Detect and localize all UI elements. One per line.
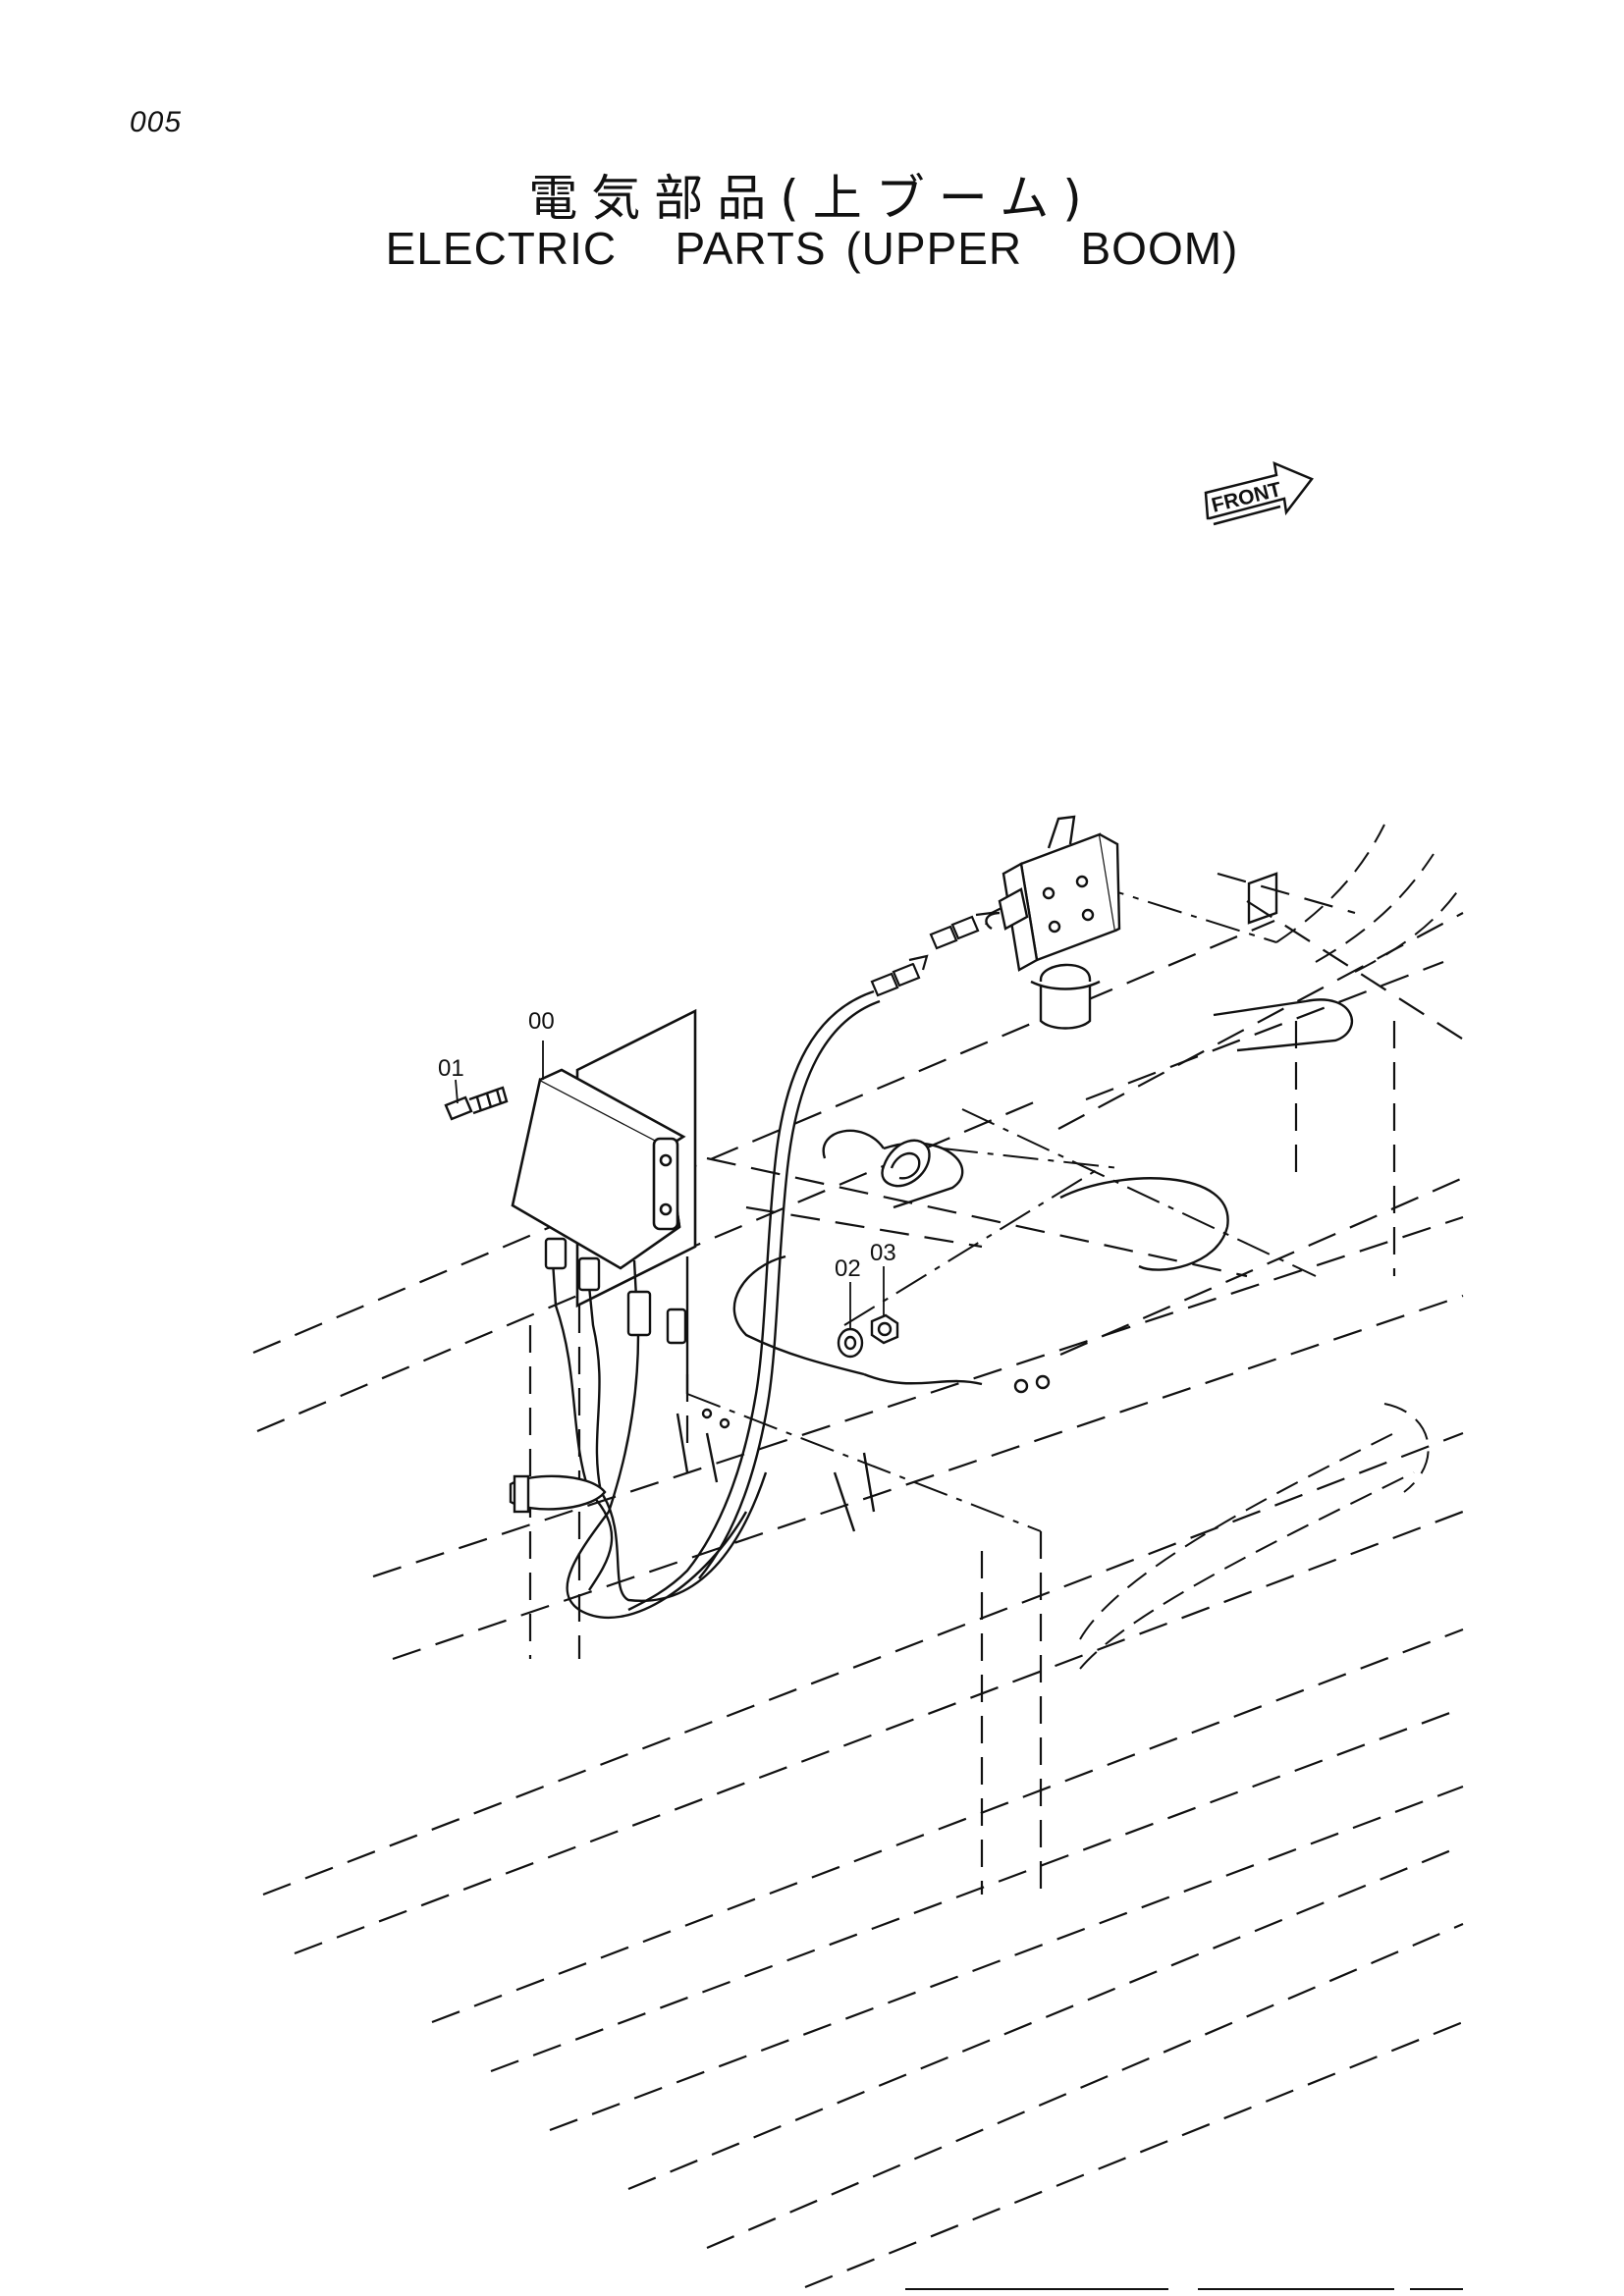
callout-00: 00 bbox=[528, 1008, 555, 1035]
cable-connectors bbox=[870, 902, 1012, 997]
title-japanese: 電気部品(上ブーム) bbox=[528, 170, 1096, 227]
front-direction-badge: FRONT bbox=[1204, 460, 1314, 526]
sensor-cable bbox=[627, 989, 983, 1612]
part-00-control-box bbox=[511, 1008, 697, 1308]
front-label: FRONT bbox=[1210, 478, 1284, 517]
arrow-right-icon bbox=[1204, 460, 1314, 526]
page-number: 005 bbox=[130, 106, 183, 138]
pipe-opening bbox=[881, 1139, 931, 1188]
title-english: ELECTRIC PARTS (UPPER BOOM) bbox=[385, 223, 1239, 274]
part-01-bolt bbox=[444, 1086, 509, 1121]
wire-harness bbox=[509, 1237, 768, 1620]
part-02-washer bbox=[837, 1327, 864, 1359]
center-lines bbox=[686, 882, 1317, 1532]
frame-solid-contours bbox=[676, 872, 1353, 1532]
part-03-nut bbox=[870, 1313, 899, 1345]
limit-switch-assembly bbox=[985, 815, 1121, 1030]
callout-02: 02 bbox=[835, 1255, 861, 1282]
callout-03: 03 bbox=[870, 1240, 896, 1266]
boom-frame-phantom-lines bbox=[252, 872, 1466, 2289]
side-panel-curves bbox=[1079, 824, 1464, 1670]
callout-leaders bbox=[455, 1041, 885, 1329]
callout-01: 01 bbox=[438, 1055, 464, 1082]
